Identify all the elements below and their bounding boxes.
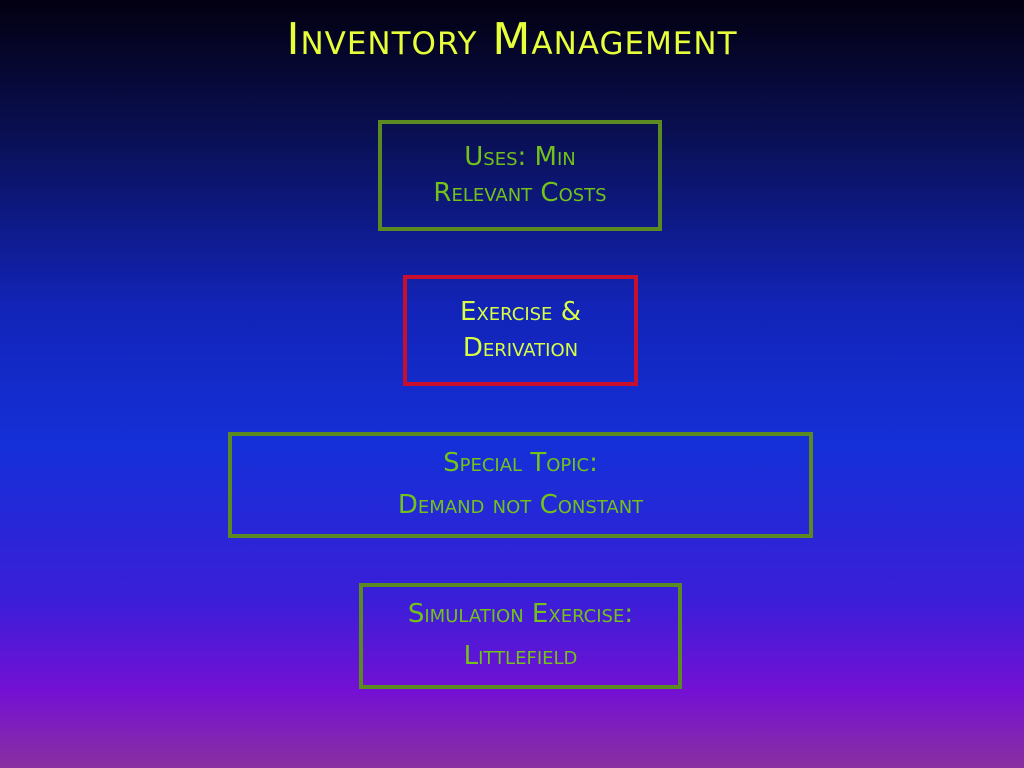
topic-line: Littlefield xyxy=(463,641,578,671)
topic-box-uses-min-relevant-costs[interactable]: Uses: Min Relevant Costs xyxy=(378,120,662,231)
topic-line: Simulation Exercise: xyxy=(407,599,634,630)
topic-line: Relevant Costs xyxy=(433,177,607,208)
slide-title: Inventory Management xyxy=(286,14,738,65)
topic-line: Uses: Min xyxy=(464,142,576,173)
topic-line: Exercise & xyxy=(460,297,581,328)
topic-box-exercise-derivation[interactable]: Exercise & Derivation xyxy=(403,275,638,386)
topic-line: Demand not Constant xyxy=(397,490,644,520)
topic-box-special-topic[interactable]: Special Topic: Demand not Constant xyxy=(228,432,813,538)
topic-box-simulation-exercise[interactable]: Simulation Exercise: Littlefield xyxy=(359,583,682,689)
topic-line: Derivation xyxy=(462,332,579,363)
topic-line: Special Topic: xyxy=(443,448,598,479)
